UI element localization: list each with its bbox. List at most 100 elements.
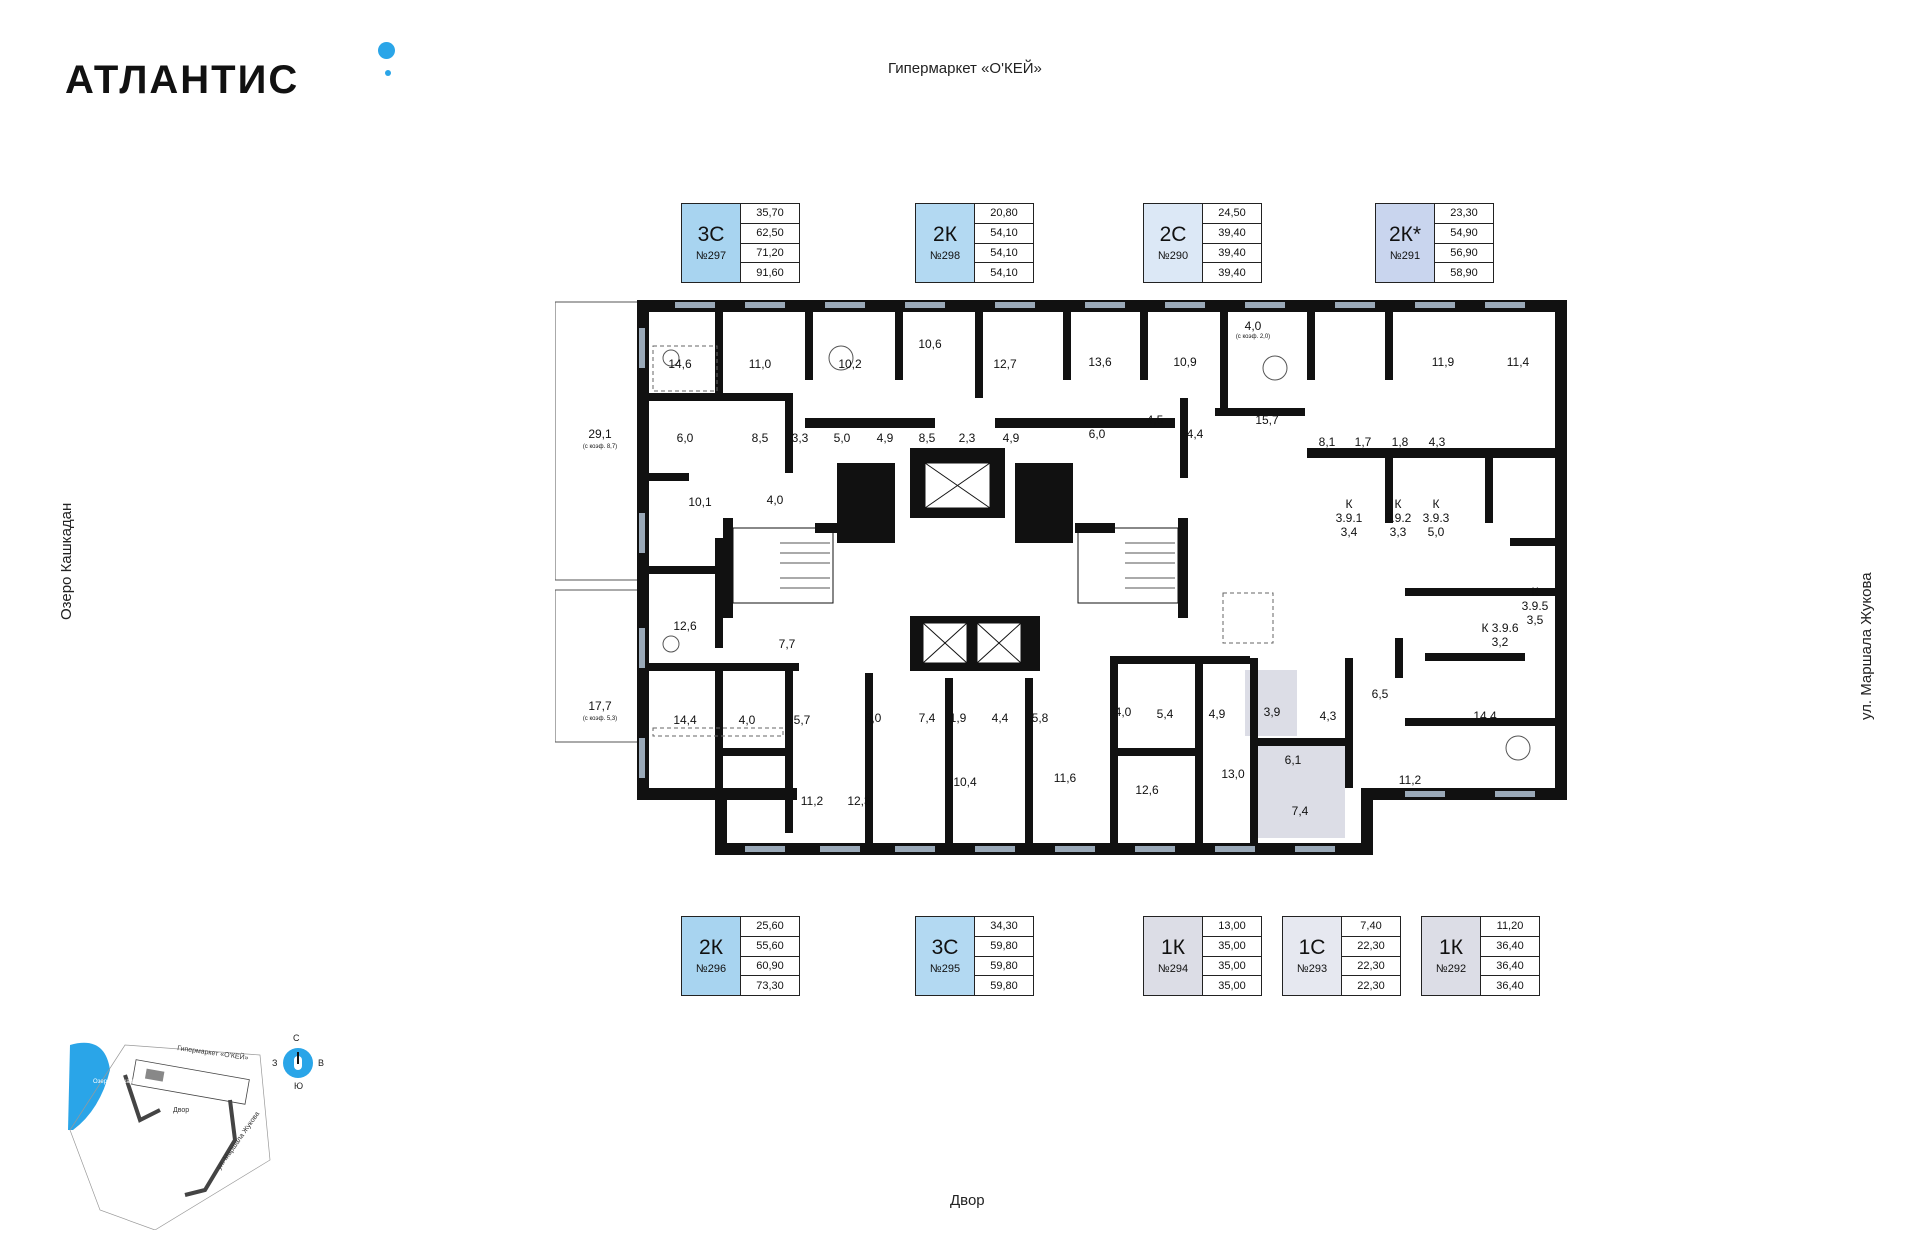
card-value: 13,00	[1203, 917, 1261, 937]
room-area: 7,4	[919, 711, 936, 725]
balcony-area: 29,1	[588, 427, 612, 441]
card-head: 2К* №291	[1375, 203, 1435, 283]
storage-area: 3,4	[1341, 525, 1358, 539]
card-value: 39,40	[1203, 224, 1261, 244]
storage-label: К	[1532, 585, 1539, 599]
card-value: 54,10	[990, 266, 1018, 279]
room-area: 10,1	[688, 495, 712, 509]
room-area: 10,4	[953, 775, 977, 789]
storage-code: К 3.9.6	[1481, 621, 1518, 635]
card-type: 2К*	[1388, 223, 1422, 246]
logo-dot-small	[385, 70, 391, 76]
card-value: 20,80	[975, 204, 1033, 224]
card-number: №290	[1157, 250, 1189, 262]
card-value: 54,10	[975, 224, 1033, 244]
card-value: 59,80	[975, 937, 1033, 957]
storage-code: 3.9.3	[1423, 511, 1450, 525]
room-area: 12,6	[1135, 783, 1159, 797]
room-area: 4,3	[1320, 709, 1337, 723]
card-value: 36,40	[1481, 937, 1539, 957]
card-value: 23,30	[1435, 204, 1493, 224]
card-value: 35,70	[741, 204, 799, 224]
storage-code: 3.9.2	[1385, 511, 1412, 525]
card-value: 91,60	[756, 266, 784, 279]
minimap-street: ул. Маршала Жукова	[216, 1111, 261, 1172]
minimap-yard: Двор	[173, 1107, 189, 1114]
card-values: 20,80 54,10 54,10 54,10	[975, 203, 1034, 283]
room-area: 7,7	[779, 637, 796, 651]
card-type: 1К	[1161, 936, 1185, 959]
card-number: №295	[929, 963, 961, 975]
card-value: 35,00	[1218, 979, 1246, 992]
room-area: 8,5	[752, 431, 769, 445]
room-area: 11,4	[1507, 355, 1530, 369]
room-area: 3,9	[1264, 705, 1281, 719]
logo: АТЛАНТИС	[65, 58, 300, 102]
card-number: №296	[695, 963, 727, 975]
card-value: 22,30	[1342, 937, 1400, 957]
minimap-okey: Гипермаркет «О'КЕЙ»	[177, 1043, 249, 1062]
compass-north: С	[293, 1033, 300, 1043]
room-area: 14,4	[1473, 709, 1497, 723]
storage-area: 3,2	[1492, 635, 1509, 649]
room-area: 6,1	[1285, 753, 1302, 767]
apartment-card-290[interactable]: 2С №290 24,50 39,40 39,40 39,40	[1143, 203, 1262, 283]
apartment-card-292[interactable]: 1К №292 11,20 36,40 36,40 36,40	[1421, 916, 1540, 996]
room-area: 4,4	[1187, 427, 1204, 441]
minimap-lake: Озеро Кашкадан	[93, 1079, 140, 1085]
card-value: 7,40	[1342, 917, 1400, 937]
card-value: 36,40	[1481, 957, 1539, 977]
card-value: 60,90	[741, 957, 799, 977]
card-head: 2К №296	[681, 916, 741, 996]
room-area: 10,2	[838, 357, 862, 371]
room-area: 11,9	[1432, 355, 1455, 369]
card-type: 1К	[1439, 936, 1463, 959]
card-head: 1С №293	[1282, 916, 1342, 996]
card-values: 23,30 54,90 56,90 58,90	[1435, 203, 1494, 283]
orientation-bottom: Двор	[950, 1192, 985, 1209]
room-area: 4,4	[992, 711, 1009, 725]
balcony-south[interactable]	[555, 589, 639, 743]
storage-label: К	[1346, 497, 1353, 511]
compass-icon	[283, 1048, 313, 1078]
room-area: 1,7	[1355, 435, 1372, 449]
card-value: 55,60	[741, 937, 799, 957]
balcony-north[interactable]	[555, 301, 639, 581]
room-area: 13,6	[1088, 355, 1112, 369]
card-value: 22,30	[1342, 957, 1400, 977]
card-value: 39,40	[1218, 266, 1246, 279]
card-type: 2К	[699, 936, 723, 959]
site-minimap: Озеро Кашкадан Гипермаркет «О'КЕЙ» Двор …	[68, 1042, 271, 1230]
orientation-left: Озеро Кашкадан	[58, 502, 75, 620]
room-area: 10,9	[1173, 355, 1197, 369]
room-coefficient: (с коэф. 2,0)	[1236, 334, 1270, 340]
apartment-card-293[interactable]: 1С №293 7,40 22,30 22,30 22,30	[1282, 916, 1401, 996]
room-area: 4,0	[1245, 319, 1262, 333]
room-area: 12,3	[847, 794, 871, 808]
apartment-card-295[interactable]: 3С №295 34,30 59,80 59,80 59,80	[915, 916, 1034, 996]
room-area: 4,0	[1115, 705, 1132, 719]
apartment-293-fill[interactable]	[1255, 738, 1345, 838]
apartment-card-296[interactable]: 2К №296 25,60 55,60 60,90 73,30	[681, 916, 800, 996]
card-values: 13,00 35,00 35,00 35,00	[1203, 916, 1262, 996]
room-area: 3,3	[792, 431, 809, 445]
card-values: 11,20 36,40 36,40 36,40	[1481, 916, 1540, 996]
card-values: 34,30 59,80 59,80 59,80	[975, 916, 1034, 996]
apartment-card-297[interactable]: 3С №297 35,70 62,50 71,20 91,60	[681, 203, 800, 283]
card-value: 59,80	[990, 979, 1018, 992]
card-value: 34,30	[975, 917, 1033, 937]
card-value: 25,60	[741, 917, 799, 937]
room-area: 14,6	[668, 357, 692, 371]
apartment-card-294[interactable]: 1К №294 13,00 35,00 35,00 35,00	[1143, 916, 1262, 996]
card-value: 36,40	[1496, 979, 1524, 992]
room-area: 4,9	[877, 431, 894, 445]
storage-area: 3,5	[1527, 613, 1544, 627]
lake-shape	[68, 1042, 110, 1130]
storage-area: 5,0	[1428, 525, 1445, 539]
orientation-top: Гипермаркет «О'КЕЙ»	[888, 60, 1042, 77]
apartment-card-298[interactable]: 2К №298 20,80 54,10 54,10 54,10	[915, 203, 1034, 283]
card-values: 7,40 22,30 22,30 22,30	[1342, 916, 1401, 996]
room-area: 15,7	[1255, 413, 1279, 427]
apartment-card-291[interactable]: 2К* №291 23,30 54,90 56,90 58,90	[1375, 203, 1494, 283]
card-value: 58,90	[1450, 266, 1478, 279]
